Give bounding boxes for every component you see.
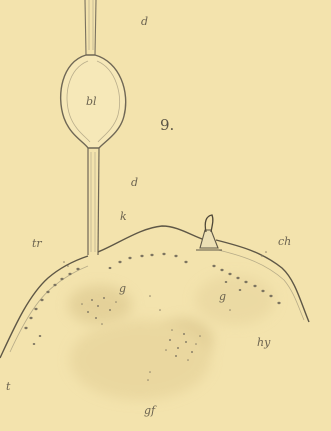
label-ch: ch	[278, 236, 291, 247]
figure-number: 9.	[160, 118, 174, 133]
upper-duct	[85, 0, 96, 55]
label-k: k	[120, 211, 127, 222]
lower-duct	[88, 148, 99, 255]
label-g-right: g	[219, 291, 226, 302]
cell-nuclei-middle	[109, 253, 188, 269]
label-gf: gf	[144, 405, 155, 416]
label-hy: hy	[257, 337, 270, 348]
label-d-mid: d	[131, 177, 138, 188]
label-d-top: d	[141, 16, 148, 27]
label-t: t	[6, 381, 10, 392]
tissue-shading	[68, 275, 275, 400]
bristle	[196, 215, 222, 250]
label-tr: tr	[32, 238, 42, 249]
label-bl: bl	[86, 96, 97, 107]
label-g-left: g	[119, 283, 126, 294]
